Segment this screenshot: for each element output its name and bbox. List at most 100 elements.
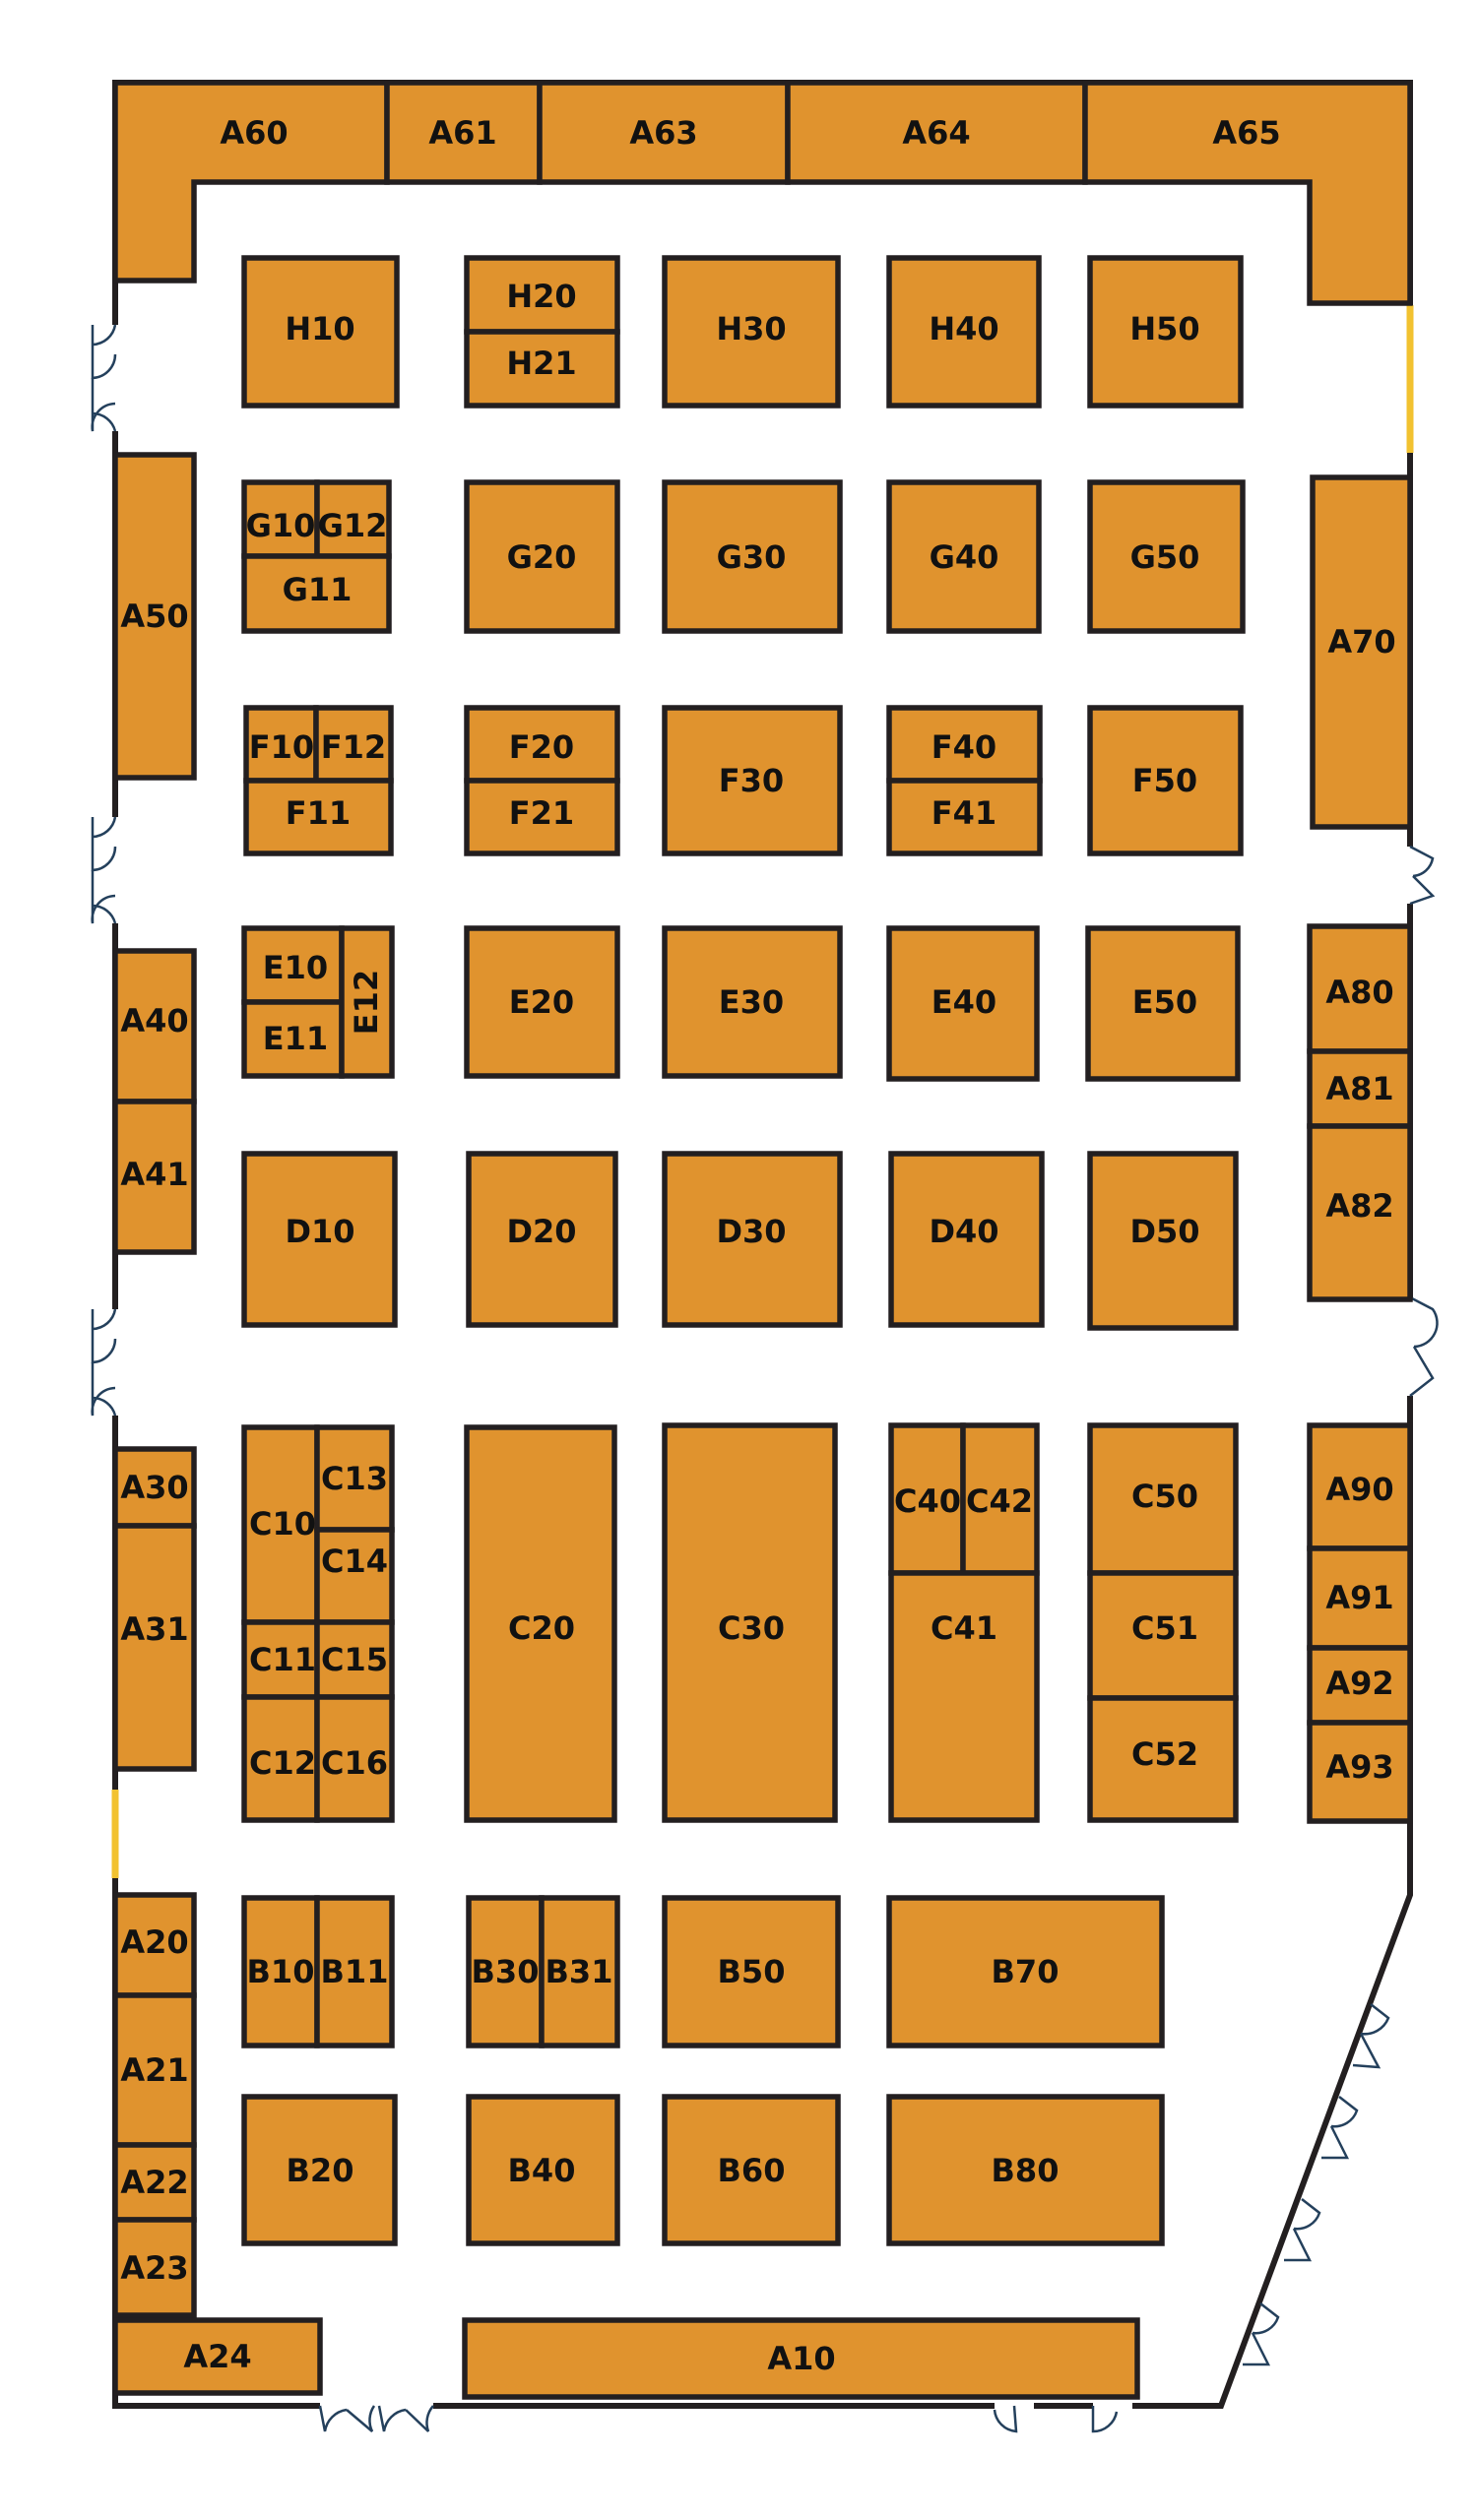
booth-A21[interactable] [112,1992,197,2148]
booth-label: H50 [1129,310,1199,347]
booth-label: E30 [719,983,784,1021]
booth-E11[interactable] [241,999,345,1079]
booth-B20[interactable] [241,2094,398,2246]
booth-C30[interactable] [662,1422,838,1823]
booth-label: F10 [249,728,314,766]
booth-A30[interactable] [112,1446,197,1529]
booth-label: A23 [120,2249,188,2287]
booth-F11[interactable] [243,778,394,856]
booth-A31[interactable] [112,1523,197,1772]
booth-F50[interactable] [1087,705,1244,856]
booth-A81[interactable] [1307,1048,1413,1129]
booth-B50[interactable] [662,1895,841,2048]
booth-C11[interactable] [241,1619,320,1700]
booth-A64[interactable] [785,80,1088,185]
booth-G20[interactable] [464,479,620,634]
booth-A24[interactable] [112,2317,323,2396]
booth-B31[interactable] [539,1895,620,2048]
booth-A93[interactable] [1307,1720,1413,1824]
booth-G40[interactable] [886,479,1042,634]
booth-label: B20 [287,2152,354,2189]
booth-B60[interactable] [662,2094,841,2246]
booth-E10[interactable] [241,925,345,1005]
booth-label: A81 [1325,1070,1393,1107]
booth-label: G30 [717,538,787,576]
booth-E20[interactable] [464,925,620,1079]
booth-A41[interactable] [112,1099,197,1255]
booth-B70[interactable] [886,1895,1165,2048]
booth-G30[interactable] [662,479,843,634]
booth-F12[interactable] [313,705,394,784]
booth-C13[interactable] [314,1424,395,1533]
booth-label: C52 [1131,1735,1198,1773]
booth-D30[interactable] [662,1151,843,1328]
booth-H40[interactable] [886,255,1042,409]
booth-D20[interactable] [466,1151,618,1328]
booth-H20[interactable] [464,255,620,335]
booth-G11[interactable] [241,553,392,634]
booth-label: A93 [1325,1748,1393,1786]
booth-C41[interactable] [888,1570,1040,1823]
booth-label: C11 [249,1641,316,1678]
booth-C52[interactable] [1087,1695,1239,1823]
booth-F40[interactable] [886,705,1043,784]
booth-label: C41 [931,1609,997,1647]
booth-C20[interactable] [464,1424,617,1823]
booth-F41[interactable] [886,778,1043,856]
booth-F20[interactable] [464,705,620,784]
booth-A63[interactable] [537,80,791,185]
booth-A60[interactable] [112,80,390,284]
booth-A40[interactable] [112,948,197,1104]
door-icon [1252,2302,1280,2335]
booth-E12[interactable] [339,925,395,1079]
booth-A65[interactable] [1082,80,1413,306]
booth-label: B80 [992,2152,1060,2189]
booth-label: D50 [1129,1213,1199,1250]
booth-F30[interactable] [662,705,843,856]
booth-label: F21 [509,794,574,832]
booth-label: A21 [120,2051,188,2089]
booth-label: C16 [321,1744,388,1782]
booth-F21[interactable] [464,778,620,856]
booth-C12[interactable] [241,1694,320,1823]
booth-H30[interactable] [662,255,841,409]
door-icon [92,904,117,924]
door-icon [1409,875,1436,906]
booth-label: C42 [966,1482,1033,1520]
booth-G50[interactable] [1087,479,1246,634]
booth-H50[interactable] [1087,255,1244,409]
booth-D50[interactable] [1087,1151,1239,1331]
booth-C16[interactable] [314,1694,395,1823]
booth-label: G50 [1130,538,1200,576]
booth-label: F50 [1132,762,1197,799]
booth-A10[interactable] [462,2317,1140,2400]
booth-C42[interactable] [960,1422,1040,1576]
booth-B40[interactable] [466,2094,620,2246]
booth-label: D30 [716,1213,786,1250]
booth-D10[interactable] [241,1151,398,1328]
booth-A90[interactable] [1307,1422,1413,1551]
booth-E40[interactable] [886,925,1040,1082]
booth-C14[interactable] [314,1527,395,1625]
booth-A23[interactable] [112,2217,197,2318]
booth-H21[interactable] [464,329,620,409]
booth-A50[interactable] [112,452,197,781]
booth-label: A60 [220,114,288,152]
door-icon [1293,2198,1321,2231]
booth-label: G12 [318,507,388,544]
booth-label: D20 [506,1213,576,1250]
booth-A70[interactable] [1310,474,1413,830]
door-icon [92,1308,117,1331]
booth-A61[interactable] [384,80,543,185]
booth-E30[interactable] [662,925,843,1079]
booth-C40[interactable] [888,1422,966,1576]
booth-B11[interactable] [314,1895,395,2048]
booth-H10[interactable] [241,255,400,409]
booth-B80[interactable] [886,2094,1165,2246]
booth-label: G40 [930,538,999,576]
booth-E50[interactable] [1085,925,1241,1082]
booth-A82[interactable] [1307,1123,1413,1302]
booth-D40[interactable] [888,1151,1045,1328]
booth-label: F30 [719,762,784,799]
door-icon [1352,2033,1382,2069]
